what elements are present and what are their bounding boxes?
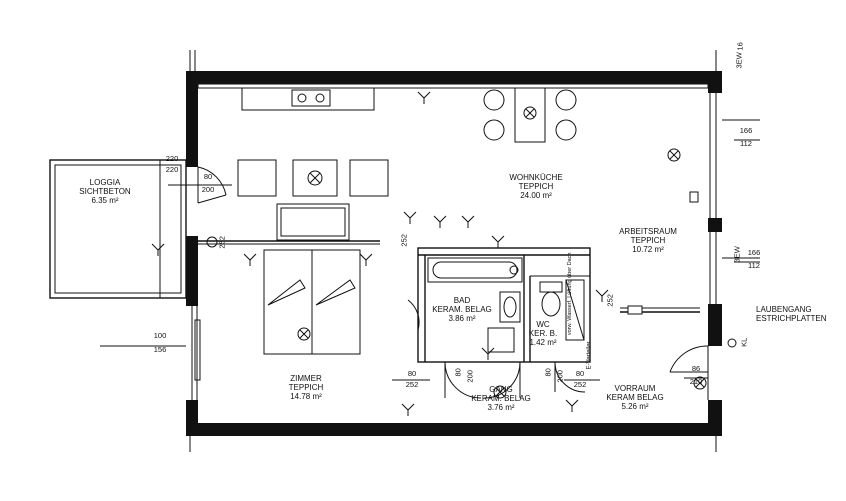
dim-arbeit-sill: 252 [605,294,615,307]
room-bad-name: BAD [453,296,471,305]
room-vorraum-floor: KERAM BELAG [606,393,664,403]
dim-loggia-door-bottom: 200 [201,185,215,194]
room-vorraum: VORRAUM KERAM BELAG 5.26 m² [600,384,670,412]
zimmer-partition [198,240,380,245]
room-gang-floor: KERAM. BELAG [471,394,531,404]
dim-bad-door-a: 80 [453,368,463,377]
room-wc: WC KER. B. 1.42 m² [524,320,562,348]
room-loggia-area: 6.35 m² [91,196,119,206]
room-arbeitsraum-name: ARBEITSRAUM [619,227,677,236]
top-window-sill [197,83,709,89]
room-wc-area: 1.42 m² [529,338,557,348]
ceiling-lights [493,148,707,399]
exterior-laubengang: LAUBENGANG ESTRICHPLATTEN [756,305,836,323]
room-bad-floor: KERAM. BELAG [432,305,492,315]
room-wohnkueche: WOHNKÜCHE TEPPICH 24.00 m² [496,173,576,201]
room-loggia-name: LOGGIA [89,178,121,187]
dim-zimmer-window-bottom: 156 [153,345,167,354]
entry-door [669,345,709,400]
room-vorraum-name: VORRAUM [614,384,656,393]
dim-loggia-win-bottom: 220 [165,165,179,174]
room-vorraum-area: 5.26 m² [621,402,649,412]
dim-bath-sill: 252 [399,234,409,247]
dining-table [483,87,577,143]
dim-vert-mid-right: 3EW [732,246,742,263]
room-loggia: LOGGIA SICHTBETON 6.35 m² [70,178,140,206]
dim-entry-door-top: 86 [691,364,701,373]
laubengang-name: LAUBENGANG [756,305,812,314]
kl-label: KL [739,337,749,347]
room-wohnkueche-name: WOHNKÜCHE [509,173,563,182]
room-zimmer: ZIMMER TEPPICH 14.78 m² [276,374,336,402]
room-zimmer-name: ZIMMER [290,374,322,383]
bath-doors [407,299,586,399]
kitchen-counter [241,87,375,111]
dim-zimmer-door-bottom: 252 [405,380,419,389]
dim-right-win-mid-b: 112 [748,261,760,270]
arbeitsraum-partition [589,280,700,362]
room-gang-name: GANG [489,385,513,394]
room-bad: BAD KERAM. BELAG 3.86 m² [428,296,496,324]
dim-right-win-top-b: 112 [740,139,752,148]
laubengang-floor: ESTRICHPLATTEN [756,314,827,324]
dim-loggia-win-top: 220 [165,154,179,163]
room-wohnkueche-area: 24.00 m² [520,191,552,201]
outer-walls [186,71,722,436]
room-arbeitsraum: ARBEITSRAUM TEPPICH 10.72 m² [608,227,688,255]
dim-zimmer-door-top: 80 [407,369,417,378]
dim-small-16: 16 [735,42,745,51]
top-right-window [619,72,709,82]
room-zimmer-floor: TEPPICH [288,383,324,393]
dim-bad-door-b: 200 [465,370,475,383]
dimension-lines [100,139,760,381]
room-arbeitsraum-floor: TEPPICH [630,236,666,246]
room-arbeitsraum-area: 10.72 m² [632,245,664,255]
dim-gang-door-top: 80 [575,369,585,378]
dim-gang-door-bottom: 252 [573,380,587,389]
left-windows [189,50,201,452]
dim-entry-door-bottom: 210 [689,377,703,386]
dim-zimmer-window-top: 100 [153,331,167,340]
bathroom-block [417,247,591,363]
living-furniture [237,159,389,241]
room-wc-name: WC [536,320,550,329]
dim-wc-door-b: 200 [555,370,565,383]
dim-right-win-top-a: 166 [739,126,753,135]
e-verteiler-label: E-Verteiler [586,341,593,370]
dim-zimmer-door-sill: 252 [217,236,227,249]
shaft-note: vorw. Wasserf. Lüftung über Dach [566,252,573,336]
room-wohnkueche-floor: TEPPICH [518,182,554,192]
dim-right-win-mid-a: 166 [747,248,761,257]
dim-loggia-door-top: 80 [203,172,213,181]
room-wc-floor: KER. B. [528,329,558,339]
room-bad-area: 3.86 m² [448,314,476,324]
bed [263,249,361,355]
room-gang-area: 3.76 m² [487,403,515,413]
room-zimmer-area: 14.78 m² [290,392,322,402]
room-loggia-floor: SICHTBETON [79,187,131,197]
dim-wc-door-a: 80 [543,368,553,377]
right-windows [709,50,760,452]
electrical-symbols [151,91,737,416]
room-gang: GANG KERAM. BELAG 3.76 m² [468,385,534,413]
loggia [49,159,227,299]
